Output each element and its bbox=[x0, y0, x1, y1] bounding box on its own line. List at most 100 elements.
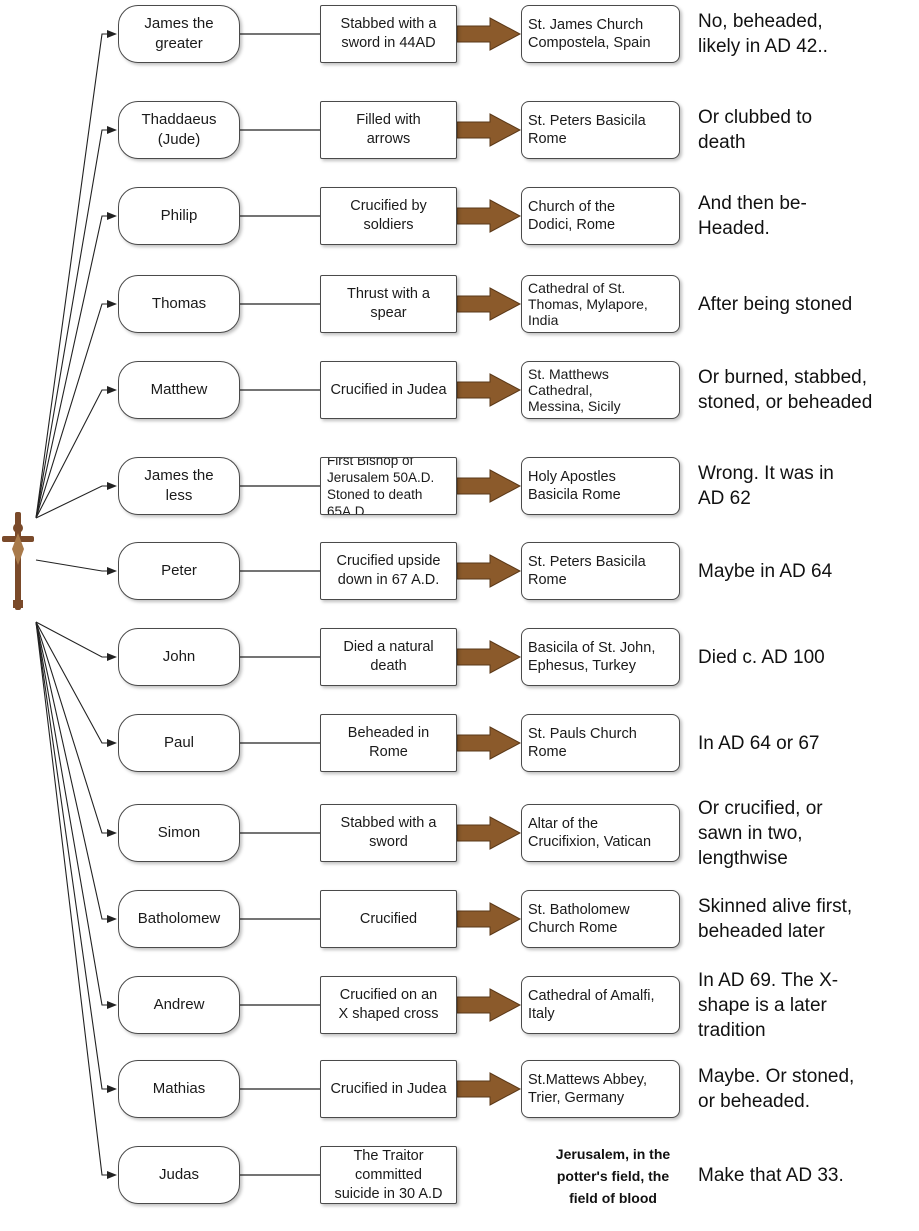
apostle-name-box: Mathias bbox=[118, 1060, 240, 1118]
burial-place-box: St. Matthews Cathedral, Messina, Sicily bbox=[521, 361, 680, 419]
annotation-text: Wrong. It was in AD 62 bbox=[698, 463, 834, 509]
apostle-name: James the less bbox=[144, 467, 214, 504]
death-description: Filled with arrows bbox=[356, 112, 421, 147]
annotation-note: Or burned, stabbed, stoned, or beheaded bbox=[698, 365, 916, 415]
annotation-note: Died c. AD 100 bbox=[698, 645, 916, 670]
block-arrow bbox=[456, 469, 522, 503]
apostle-name-box: James the less bbox=[118, 457, 240, 515]
death-description: Thrust with a spear bbox=[347, 286, 430, 321]
death-box: Stabbed with a sword bbox=[320, 804, 457, 862]
death-box: First Bishop of Jerusalem 50A.D. Stoned … bbox=[320, 457, 457, 515]
death-description: Stabbed with a sword in 44AD bbox=[340, 16, 437, 51]
block-arrow bbox=[456, 816, 522, 850]
apostle-name-box: John bbox=[118, 628, 240, 686]
apostle-name: Paul bbox=[163, 734, 195, 751]
apostle-name: Matthew bbox=[150, 381, 208, 398]
apostle-name-box: Thaddaeus (Jude) bbox=[118, 101, 240, 159]
fan-arrow bbox=[35, 386, 117, 519]
apostle-name-box: Matthew bbox=[118, 361, 240, 419]
burial-place: Cathedral of St. Thomas, Mylapore, India bbox=[528, 280, 648, 328]
apostle-name: Thaddaeus (Jude) bbox=[141, 111, 217, 148]
fan-arrow bbox=[35, 621, 117, 1009]
block-arrow bbox=[456, 17, 522, 51]
apostle-name: Peter bbox=[161, 562, 197, 579]
burial-place: St. Batholomew Church Rome bbox=[528, 902, 630, 936]
burial-place-box: Cathedral of Amalfi, Italy bbox=[521, 976, 680, 1034]
death-box: Crucified on an X shaped cross bbox=[320, 976, 457, 1034]
fan-arrow bbox=[35, 621, 117, 1179]
annotation-text: Maybe in AD 64 bbox=[698, 560, 833, 582]
apostle-name: James the greater bbox=[144, 15, 214, 52]
burial-place: St. Matthews Cathedral, Messina, Sicily bbox=[528, 366, 621, 414]
death-box: Thrust with a spear bbox=[320, 275, 457, 333]
apostle-name-box: James the greater bbox=[118, 5, 240, 63]
block-arrow bbox=[456, 1072, 522, 1106]
annotation-note: After being stoned bbox=[698, 292, 916, 317]
crucifix-icon bbox=[2, 512, 34, 610]
death-description: Crucified upside down in 67 A.D. bbox=[336, 553, 441, 588]
fan-arrow bbox=[35, 559, 117, 575]
block-arrow bbox=[456, 287, 522, 321]
block-arrow bbox=[456, 988, 522, 1022]
annotation-text: In AD 64 or 67 bbox=[698, 732, 820, 754]
burial-place-box: St. Peters Basicila Rome bbox=[521, 542, 680, 600]
death-box: Beheaded in Rome bbox=[320, 714, 457, 772]
annotation-note: Make that AD 33. bbox=[698, 1163, 916, 1188]
death-box: Crucified upside down in 67 A.D. bbox=[320, 542, 457, 600]
annotation-note: No, beheaded, likely in AD 42.. bbox=[698, 9, 916, 59]
burial-place: St. James Church Compostela, Spain bbox=[528, 17, 651, 51]
death-description: Crucified by soldiers bbox=[350, 198, 427, 233]
block-arrow bbox=[456, 726, 522, 760]
burial-place-box: Altar of the Crucifixion, Vatican bbox=[521, 804, 680, 862]
judas-place-label: Jerusalem, in the potter's field, the fi… bbox=[555, 1146, 671, 1206]
annotation-note: Maybe in AD 64 bbox=[698, 559, 916, 584]
death-description: Crucified in Judea bbox=[330, 1080, 447, 1097]
apostle-name: Thomas bbox=[151, 295, 207, 312]
burial-place-box: St. Peters Basicila Rome bbox=[521, 101, 680, 159]
burial-place: St. Peters Basicila Rome bbox=[528, 113, 646, 147]
fan-arrow bbox=[35, 621, 117, 837]
burial-place: Basicila of St. John, Ephesus, Turkey bbox=[528, 640, 656, 674]
burial-place-box: St. Batholomew Church Rome bbox=[521, 890, 680, 948]
burial-place-box: Basicila of St. John, Ephesus, Turkey bbox=[521, 628, 680, 686]
block-arrow bbox=[456, 640, 522, 674]
annotation-text: Make that AD 33. bbox=[698, 1164, 844, 1186]
burial-place-box: St.Mattews Abbey, Trier, Germany bbox=[521, 1060, 680, 1118]
annotation-note: Skinned alive first, beheaded later bbox=[698, 894, 916, 944]
burial-place-box: Cathedral of St. Thomas, Mylapore, India bbox=[521, 275, 680, 333]
annotation-note: Or crucified, or sawn in two, lengthwise bbox=[698, 796, 916, 871]
block-arrow bbox=[456, 554, 522, 588]
fan-arrow bbox=[35, 621, 117, 923]
fan-arrow bbox=[35, 621, 117, 1093]
death-description: The Traitor committed suicide in 30 A.D bbox=[334, 1147, 443, 1202]
death-description: Crucified on an X shaped cross bbox=[338, 987, 439, 1022]
annotation-text: In AD 69. The X- shape is a later tradit… bbox=[698, 969, 839, 1041]
fan-arrow bbox=[35, 621, 117, 661]
annotation-note: And then be- Headed. bbox=[698, 191, 916, 241]
apostle-name-box: Batholomew bbox=[118, 890, 240, 948]
annotation-note: Or clubbed to death bbox=[698, 105, 916, 155]
fan-arrow bbox=[35, 482, 117, 519]
death-description: Stabbed with a sword bbox=[340, 815, 437, 850]
burial-place-box: St. Pauls Church Rome bbox=[521, 714, 680, 772]
apostle-name-box: Andrew bbox=[118, 976, 240, 1034]
fan-arrow bbox=[35, 30, 117, 519]
death-description: Beheaded in Rome bbox=[347, 725, 430, 760]
block-arrow bbox=[456, 113, 522, 147]
burial-place: Cathedral of Amalfi, Italy bbox=[528, 988, 655, 1022]
death-description: Crucified bbox=[359, 910, 418, 927]
death-description: Crucified in Judea bbox=[330, 381, 447, 398]
apostle-name: Mathias bbox=[152, 1080, 206, 1097]
apostle-name: Simon bbox=[157, 824, 201, 841]
apostle-name-box: Judas bbox=[118, 1146, 240, 1204]
fan-arrow bbox=[35, 212, 117, 519]
apostle-name: Judas bbox=[158, 1166, 200, 1183]
death-box: The Traitor committed suicide in 30 A.D bbox=[320, 1146, 457, 1204]
block-arrow bbox=[456, 199, 522, 233]
annotation-text: Or clubbed to death bbox=[698, 107, 813, 153]
death-box: Crucified in Judea bbox=[320, 361, 457, 419]
annotation-note: Maybe. Or stoned, or beheaded. bbox=[698, 1064, 916, 1114]
fan-arrow bbox=[35, 126, 117, 519]
burial-place-box: Church of the Dodici, Rome bbox=[521, 187, 680, 245]
burial-place-box: St. James Church Compostela, Spain bbox=[521, 5, 680, 63]
